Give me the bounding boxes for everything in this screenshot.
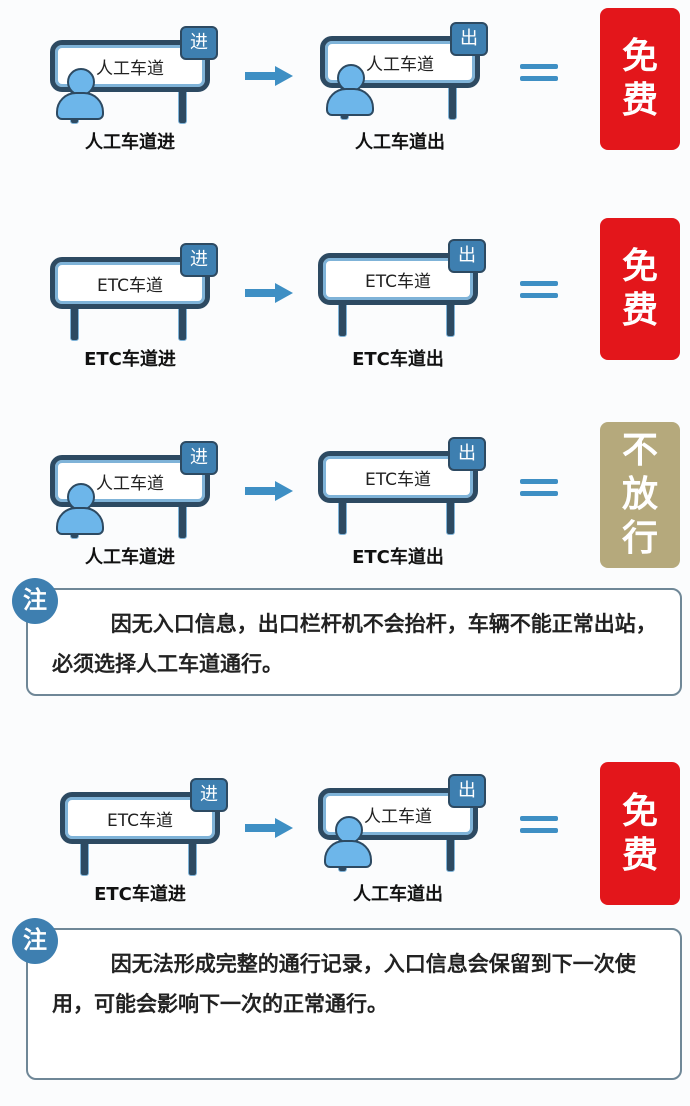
exit-caption: 人工车道出 [355, 132, 445, 153]
entry-caption: ETC车道进 [84, 349, 176, 370]
result-char: 费 [621, 80, 658, 121]
result-badge: 免费 [600, 218, 680, 360]
entry-caption: 人工车道进 [85, 547, 175, 568]
exit-tag: 出 [448, 774, 486, 808]
person-body [326, 88, 374, 116]
entry-tag: 进 [180, 243, 218, 277]
sign-board: 人工车道 [318, 788, 478, 840]
toll-collector-icon [54, 68, 104, 120]
result-char: 放 [621, 474, 658, 515]
sign-post [446, 836, 455, 872]
entry-lane-sign: 人工车道进 [50, 441, 218, 555]
entry-tag: 进 [190, 778, 228, 812]
sign-post [188, 840, 197, 876]
sign-post [338, 301, 347, 337]
lane-label: 人工车道 [96, 59, 164, 79]
entry-lane-sign: 人工车道进 [50, 26, 218, 140]
entry-caption: ETC车道进 [94, 884, 186, 905]
note-box: 因无入口信息，出口栏杆机不会抬杆，车辆不能正常出站，必须选择人工车道通行。 [26, 588, 682, 696]
equals-icon [520, 281, 558, 299]
exit-lane-sign: 人工车道出 [320, 22, 488, 136]
exit-lane-sign: ETC车道出 [318, 437, 486, 551]
sign-post [448, 84, 457, 120]
lane-label: 人工车道 [366, 55, 434, 75]
equals-icon [520, 64, 558, 82]
result-badge: 免费 [600, 8, 680, 150]
exit-tag: 出 [448, 437, 486, 471]
toll-collector-icon [324, 64, 374, 116]
sign-post [80, 840, 89, 876]
sign-post [178, 88, 187, 124]
sign-board: ETC车道 [318, 253, 478, 305]
result-badge: 免费 [600, 762, 680, 905]
arrow-right-icon [245, 818, 295, 838]
person-head [67, 483, 95, 511]
entry-lane-sign: ETC车道进 [50, 243, 218, 357]
lane-label: ETC车道 [365, 272, 431, 292]
note-icon: 注 [12, 578, 58, 624]
sign-post [446, 499, 455, 535]
person-body [56, 507, 104, 535]
sign-board: ETC车道 [60, 792, 220, 844]
entry-tag: 进 [180, 26, 218, 60]
equals-icon [520, 479, 558, 497]
entry-lane-sign: ETC车道进 [60, 778, 228, 892]
exit-caption: ETC车道出 [352, 349, 444, 370]
entry-tag: 进 [180, 441, 218, 475]
arrow-right-icon [245, 66, 295, 86]
person-body [324, 840, 372, 868]
lane-label: ETC车道 [107, 811, 173, 831]
exit-lane-sign: ETC车道出 [318, 239, 486, 353]
sign-post [446, 301, 455, 337]
lane-label: 人工车道 [96, 474, 164, 494]
toll-collector-icon [322, 816, 372, 868]
result-char: 免 [621, 36, 658, 77]
entry-caption: 人工车道进 [85, 132, 175, 153]
exit-caption: 人工车道出 [353, 884, 443, 905]
sign-post [338, 499, 347, 535]
exit-lane-sign: 人工车道出 [318, 774, 486, 888]
lane-label: ETC车道 [365, 470, 431, 490]
lane-label: 人工车道 [364, 807, 432, 827]
result-char: 行 [621, 518, 658, 559]
result-char: 费 [621, 834, 658, 876]
sign-post [178, 305, 187, 341]
sign-post [178, 503, 187, 539]
person-body [56, 92, 104, 120]
equals-icon [520, 816, 558, 834]
result-char: 费 [621, 290, 658, 331]
result-char: 免 [621, 246, 658, 287]
arrow-right-icon [245, 481, 295, 501]
note-box: 因无法形成完整的通行记录，入口信息会保留到下一次使用，可能会影响下一次的正常通行… [26, 928, 682, 1080]
note-icon: 注 [12, 918, 58, 964]
result-badge: 不放行 [600, 422, 680, 568]
person-head [67, 68, 95, 96]
exit-tag: 出 [450, 22, 488, 56]
arrow-right-icon [245, 283, 295, 303]
result-char: 免 [621, 790, 658, 832]
sign-post [70, 305, 79, 341]
exit-tag: 出 [448, 239, 486, 273]
result-char: 不 [621, 430, 658, 471]
sign-board: ETC车道 [318, 451, 478, 503]
exit-caption: ETC车道出 [352, 547, 444, 568]
toll-collector-icon [54, 483, 104, 535]
lane-label: ETC车道 [97, 276, 163, 296]
